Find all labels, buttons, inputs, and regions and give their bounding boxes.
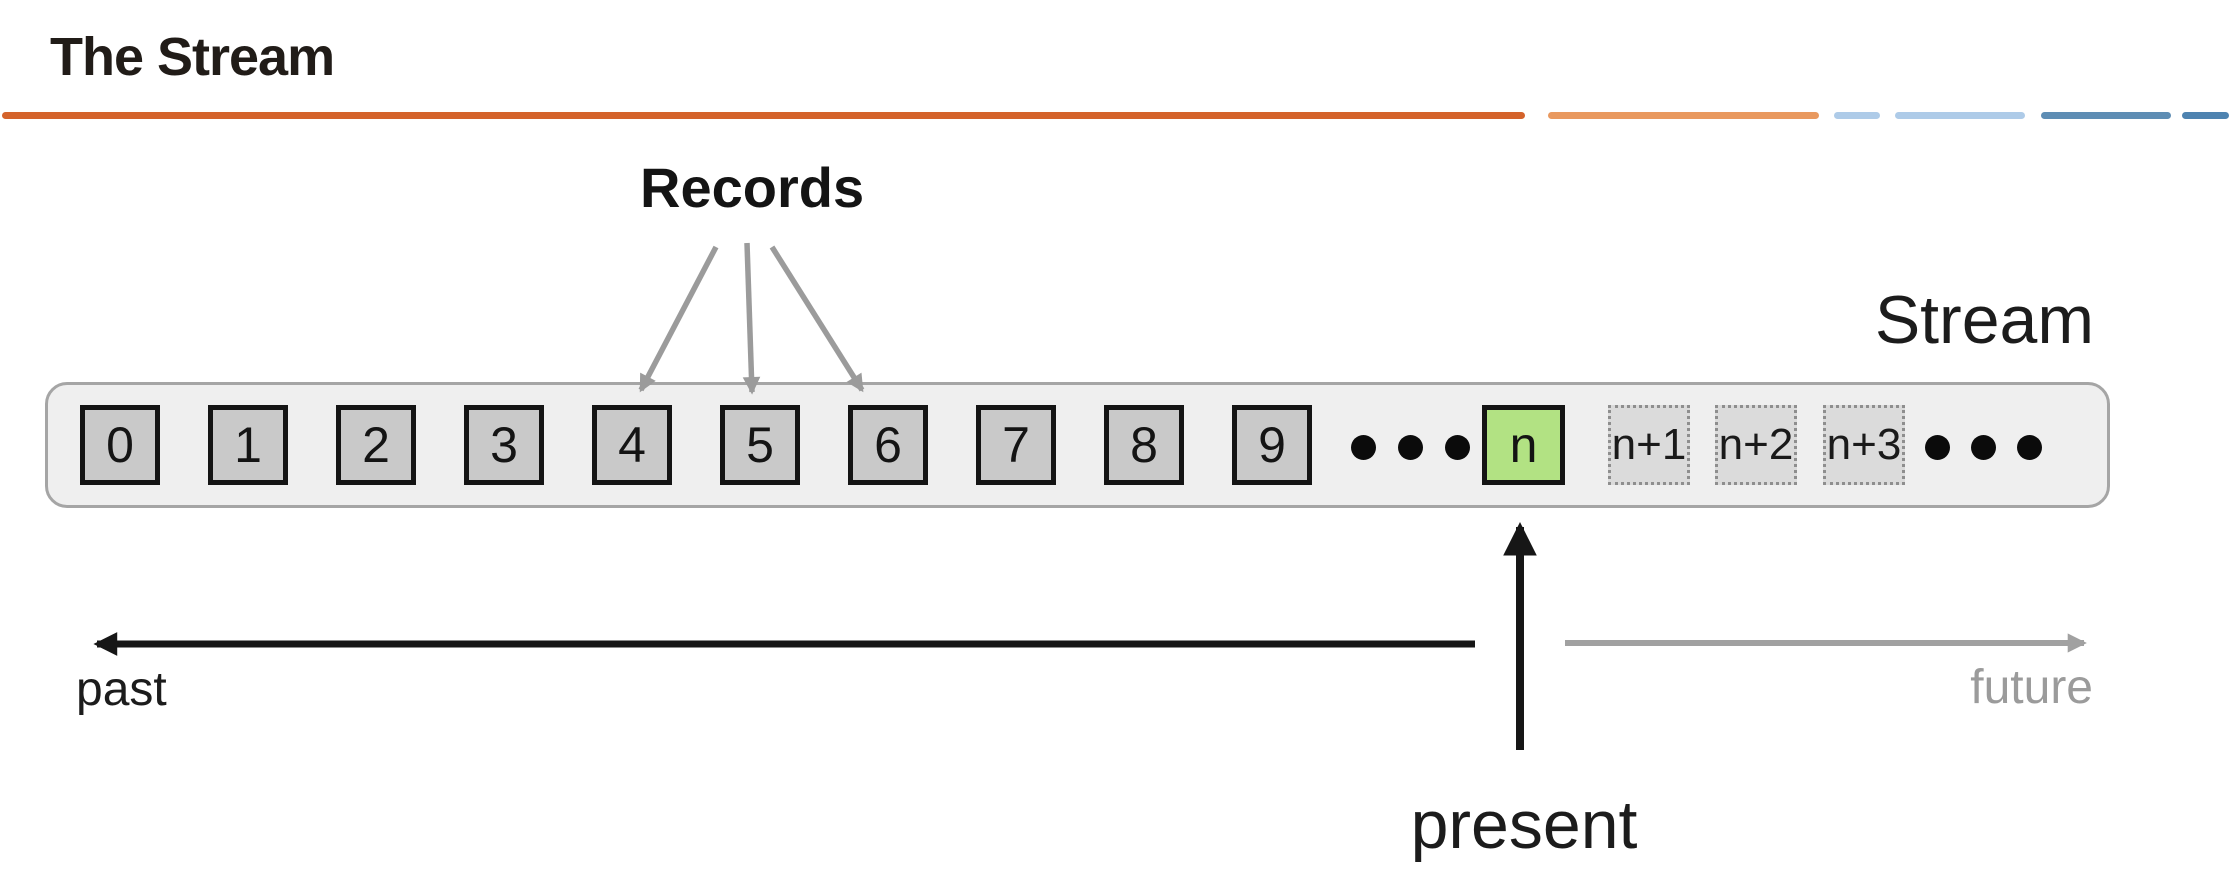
ellipsis-dot [1351, 435, 1376, 460]
records-arrow-to-5 [742, 242, 761, 395]
slide-title: The Stream [50, 27, 335, 87]
record-box-5: 5 [720, 405, 800, 485]
rule-segment-blue-light [1895, 112, 2025, 119]
rule-segment-blue-light-short [1834, 112, 1880, 119]
future-label: future [1970, 661, 2093, 714]
rule-segment-blue-end [2182, 112, 2229, 119]
stream-caption: Stream [1874, 282, 2094, 358]
record-box-current: n [1482, 405, 1565, 485]
record-box-8: 8 [1104, 405, 1184, 485]
records-label: Records [640, 156, 865, 219]
ellipsis-dot [1925, 435, 1950, 460]
rule-segment-orange-light [1548, 112, 1819, 119]
ellipsis-dot [1398, 435, 1423, 460]
record-box-n3: n+3 [1823, 405, 1905, 485]
record-box-6: 6 [848, 405, 928, 485]
records-arrow-to-6 [769, 245, 865, 393]
record-box-0: 0 [80, 405, 160, 485]
record-box-4: 4 [592, 405, 672, 485]
record-box-2: 2 [336, 405, 416, 485]
rule-segment-blue-dark [2041, 112, 2171, 119]
record-box-9: 9 [1232, 405, 1312, 485]
rule-segment-orange-dark [2, 112, 1525, 119]
past-label: past [76, 663, 167, 716]
record-box-3: 3 [464, 405, 544, 485]
record-box-1: 1 [208, 405, 288, 485]
present-label: present [1410, 787, 1638, 863]
ellipsis-dot [1445, 435, 1470, 460]
record-box-n2: n+2 [1715, 405, 1797, 485]
records-arrow-to-4 [638, 245, 719, 393]
record-box-7: 7 [976, 405, 1056, 485]
record-box-n1: n+1 [1608, 405, 1690, 485]
ellipsis-dot [2017, 435, 2042, 460]
ellipsis-dot [1971, 435, 1996, 460]
